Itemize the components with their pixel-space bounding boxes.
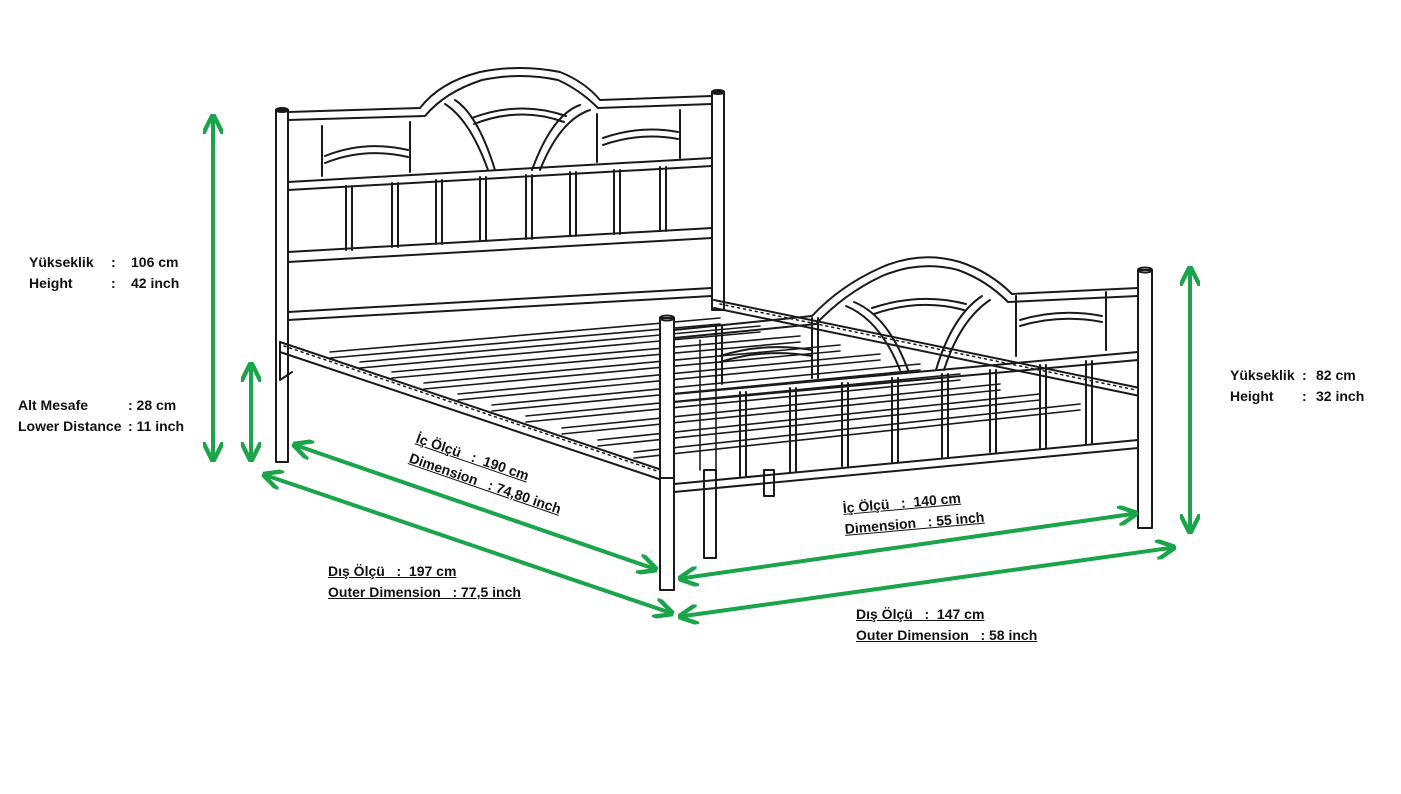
lower-distance-key: Alt Mesafe <box>18 397 89 413</box>
lower-distance-label: Alt Mesafe : 28 cm Lower Distance : 11 inc… <box>18 395 184 437</box>
footboard <box>673 256 1139 493</box>
foot-height-cm: 82 cm <box>1316 367 1356 383</box>
outer-width-inch: Outer Dimension : 58 inch <box>856 627 1038 643</box>
outer-length-label: Dış Ölçü : 197 cm Outer Dimension : 77,5… <box>328 561 521 603</box>
head-height-sep: : <box>111 254 116 270</box>
footboard-bars <box>739 360 1093 477</box>
foot-height-sep-en: : <box>1302 388 1307 404</box>
head-height-key: Yükseklik <box>29 254 94 270</box>
bed-illustration <box>275 67 1153 591</box>
outer-length-cm: Dış Ölçü : 197 cm <box>328 563 457 579</box>
headboard <box>275 67 725 463</box>
dimension-arrows <box>213 120 1190 616</box>
head-height-cm: 106 cm <box>131 254 179 270</box>
foot-height-label: Yükseklik:82 cm Height:32 inch <box>1230 365 1364 407</box>
outer-width-cm: Dış Ölçü : 147 cm <box>856 606 985 622</box>
foot-height-sep: : <box>1302 367 1307 383</box>
headboard-bars <box>345 166 667 251</box>
outer-length-inch: Outer Dimension : 77,5 inch <box>328 584 521 600</box>
foot-height-key-en: Height <box>1230 388 1274 404</box>
head-height-sep-en: : <box>111 275 116 291</box>
foot-height-inch: 32 inch <box>1316 388 1365 404</box>
head-height-key-en: Height <box>29 275 73 291</box>
outer-width-label: Dış Ölçü : 147 cm Outer Dimension : 58 i… <box>856 604 1037 646</box>
head-height-label: Yükseklik:106 cm Height:42 inch <box>29 252 179 294</box>
lower-distance-inch: : 11 inch <box>128 418 185 434</box>
foot-height-key: Yükseklik <box>1230 367 1295 383</box>
lower-distance-key-en: Lower Distance <box>18 418 122 434</box>
lower-distance-cm: : 28 cm <box>128 397 177 413</box>
head-height-inch: 42 inch <box>131 275 180 291</box>
outer-width-arrow <box>684 548 1170 616</box>
outer-length-arrow <box>268 476 668 612</box>
